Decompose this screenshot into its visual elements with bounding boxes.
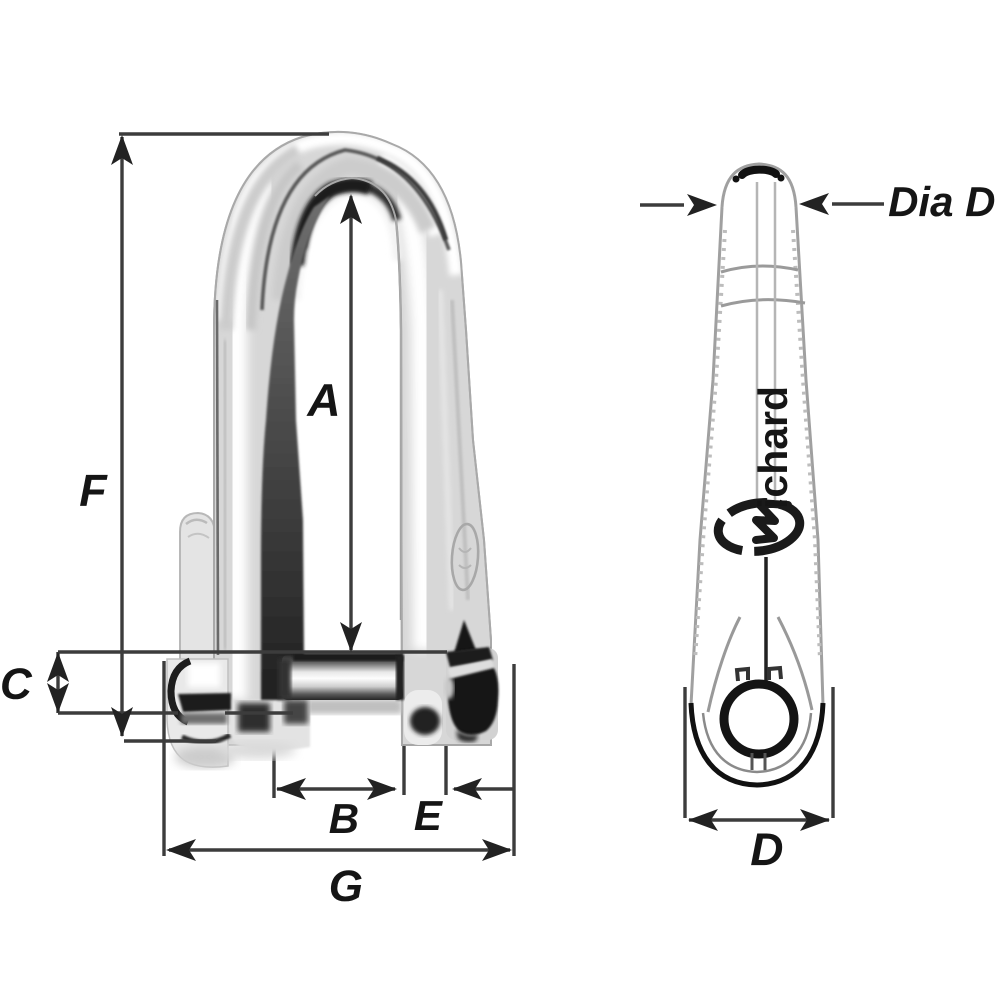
svg-text:B: B (329, 795, 359, 842)
svg-text:F: F (79, 465, 108, 516)
svg-text:D: D (750, 823, 783, 875)
svg-text:Dia D: Dia D (888, 178, 995, 225)
svg-text:E: E (414, 792, 444, 839)
svg-text:A: A (306, 374, 340, 426)
svg-text:ichard: ichard (750, 386, 796, 509)
svg-text:C: C (0, 660, 33, 709)
svg-text:G: G (329, 862, 363, 911)
